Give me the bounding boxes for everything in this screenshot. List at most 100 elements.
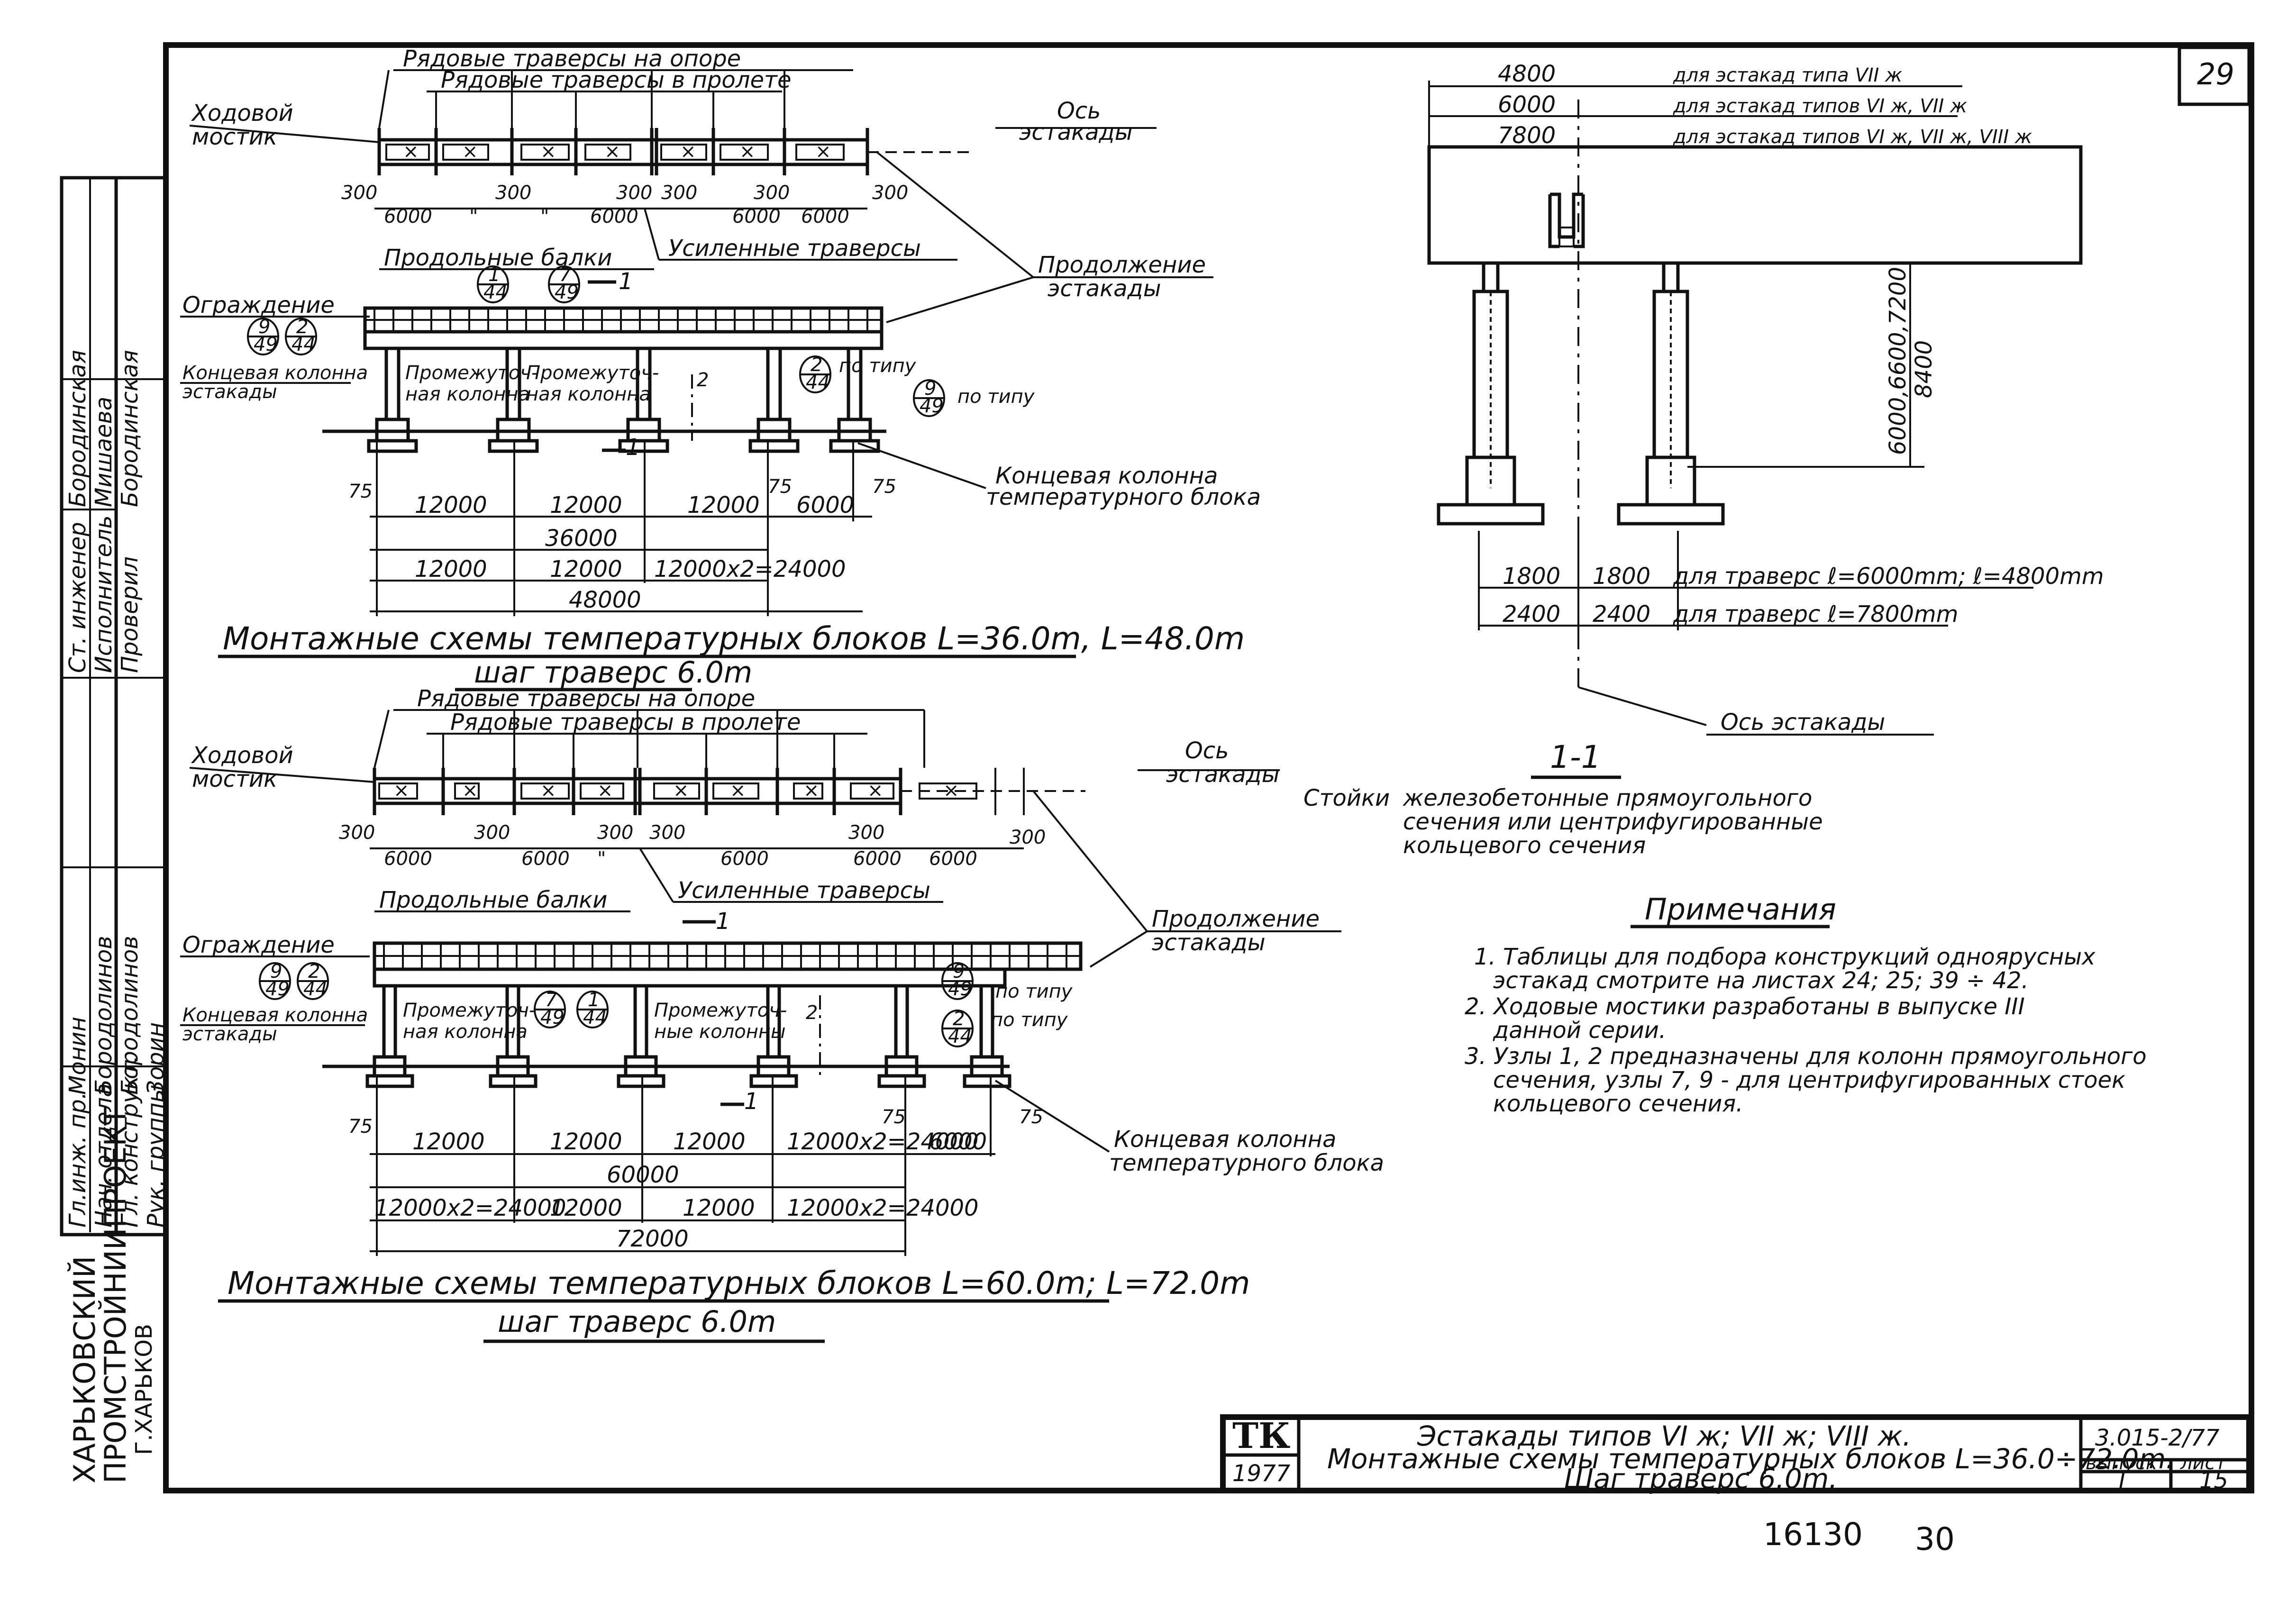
d2-label-intermediate-b: Промежуточ- [654,1000,787,1021]
d1-dim-edge-2: 75 [872,476,896,498]
d2-dim-top-6: 6000 [720,848,769,870]
svg-text:49: 49 [555,282,579,303]
title-logo: ТК [1232,1416,1290,1456]
d1-label-intermediate-a: Промежуточ- [405,362,538,384]
svg-text:×: × [462,141,478,163]
svg-text:×: × [540,141,556,163]
title-issue: I [2119,1467,2125,1494]
svg-text:44: 44 [806,372,830,393]
d1-circle-ref-1: 7 49 [548,264,580,303]
side-role-2: Гл. конструкт. [117,1055,143,1228]
section-base-text-1: для траверс ℓ=7800mm [1673,601,1959,628]
svg-text:49: 49 [254,334,278,355]
d1-label-end-temp-col2: температурного блока [986,484,1261,510]
d2-circle-ref-1: 2 44 [297,961,329,1000]
d2-dim-top-0: 300 [339,822,375,844]
d1-circle-ref-3: 2 44 [285,316,317,355]
d1-circle-ref-4: 2 44 [799,354,831,393]
d1-label-by-type2: по типу [957,386,1035,408]
d2-dim-top-7: 300 [848,822,884,844]
d2-dim-row72-2: 12000 [683,1195,755,1221]
svg-text:44: 44 [483,282,508,303]
diagram-blocks-60-72: Рядовые траверсы на опоре Рядовые травер… [180,685,1384,1343]
d2-circle-ref-2: 7 49 [534,989,566,1028]
d2-dim-edge-1: 75 [882,1106,906,1128]
d1-label-axis2: эстакады [1019,119,1133,146]
d1-label-by-type: по типу [839,355,917,377]
d2-dim-total-60: 60000 [607,1162,679,1188]
d2-dim-total-72: 72000 [616,1226,689,1252]
svg-text:1: 1 [619,268,633,295]
svg-text:7: 7 [545,989,557,1011]
notes-line-3: данной серии. [1493,1017,1666,1044]
side-role-6: Проверил [117,556,143,673]
d1-label-reinforced: Усиленные траверсы [668,235,921,262]
title-year: 1977 [1232,1460,1291,1487]
svg-text:2: 2 [296,316,308,338]
footer-inventory: 16130 [1763,1516,1863,1553]
section-base-text-0: для траверс ℓ=6000mm; ℓ=4800mm [1673,563,2104,590]
d2-section-mark-bottom: 1 [720,1088,759,1115]
d1-dim-col-0: 12000 [415,492,487,519]
d1-dim-top-9: " [469,206,478,227]
d1-label-end-temp-col: Концевая колонна [995,463,1218,489]
d1-label-intermediate-a2: ная колонна [405,383,530,405]
d1-dim-total-36: 36000 [545,525,618,552]
d2-dim-edge-0: 75 [348,1116,373,1137]
d2-dim-top-2: 300 [474,822,510,844]
d2-dim-top-9: 6000 [929,848,977,870]
d2-dim-top-1: 6000 [384,848,432,870]
d1-plan-panels: × × × × × × × [385,141,845,163]
sheet-number: 29 [2197,57,2234,91]
d2-label-intermediate-a2: ная колонна [403,1021,528,1043]
d1-dim-row48-2: 12000x2=24000 [654,556,846,582]
d2-elevation [322,941,1083,1088]
notes-line-5: сечения, узлы 7, 9 - для центрифугирован… [1493,1067,2125,1093]
svg-text:×: × [403,141,419,163]
d2-label-fence: Ограждение [182,932,335,958]
d2-label-continuation: Продолжение [1152,906,1320,932]
d1-label-end-column2: эстакады [182,381,277,403]
d2-dim-top-10: 300 [1010,827,1046,848]
svg-text:7: 7 [559,264,572,286]
svg-text:×: × [943,780,959,801]
title-sheet: 15 [2199,1467,2228,1494]
d2-label-long-beams: Продольные балки [379,887,607,913]
d2-dim-top-5: 300 [649,822,685,844]
svg-text:×: × [680,141,696,163]
svg-text:×: × [803,780,820,801]
d1-dim-edge-0: 75 [348,481,373,502]
d2-plan-panels: × × × × × × × × × [378,780,977,801]
section-posts-label: Стойки [1303,785,1390,811]
d1-label-intermediate-b: Промежуточ- [526,362,659,384]
d2-dim-row72-3: 12000x2=24000 [787,1195,979,1221]
svg-text:×: × [730,780,746,801]
side-name-4: Бородинская [64,350,91,507]
d2-section-mark-top: 1 [683,908,730,935]
d2-label-intermediate-a: Промежуточ- [403,1000,536,1021]
d1-label-walkway: Ходовой [191,100,293,127]
d1-dim-col-3: 6000 [796,492,854,519]
d1-subcaption: шаг траверс 6.0m [474,655,752,690]
d1-axis-mark: 2 [697,369,709,391]
diagram-blocks-36-48: Рядовые траверсы на опоре Рядовые травер… [180,45,1261,691]
d1-section-mark-top: 1 [588,268,633,295]
title-line1: Эстакады типов VI ж; VII ж; VIII ж. [1417,1420,1911,1452]
d1-label-continuation: Продолжение [1038,252,1206,278]
d2-label-continuation2: эстакады [1152,929,1266,956]
side-org-city: Г.ХАРЬКОВ [131,1324,157,1455]
side-org-line1: ХАРЬКОВСКИЙ [67,1256,102,1483]
d2-label-by-type2: по типу [991,1009,1068,1031]
section-1-1: 4800 для эстакад типа VII ж 6000 для эст… [1303,61,2104,859]
side-name-5: Мишаева [91,397,117,507]
d2-caption: Монтажные схемы температурных блоков L=6… [228,1265,1250,1301]
d1-dim-top-10: " [540,206,549,227]
d1-dim-top-6: 300 [754,182,790,204]
svg-text:44: 44 [583,1007,607,1028]
d2-dim-row72-0: 12000x2=24000 [374,1195,566,1221]
d1-label-axis: Ось [1057,98,1101,124]
side-role-1: Нач. отдела [91,1083,117,1228]
side-org-line2: ПРОМСТРОЙНИИПРОЕКТ [98,1107,133,1483]
svg-text:49: 49 [920,395,944,417]
d2-label-row-on-support: Рядовые траверсы на опоре [417,685,755,712]
